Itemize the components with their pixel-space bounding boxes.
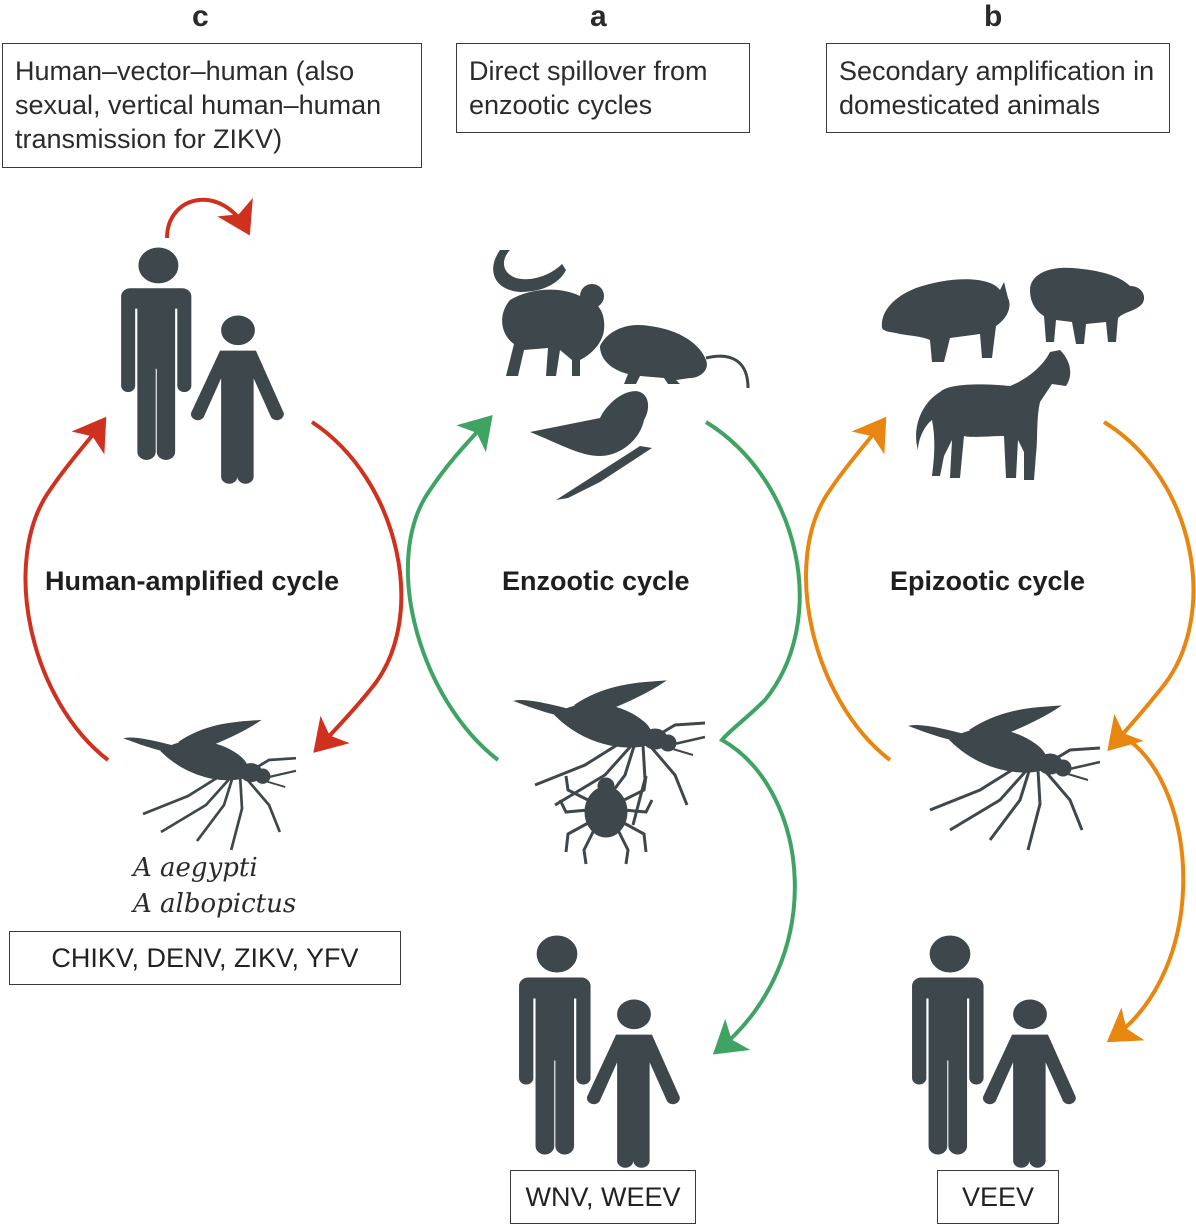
mosquito-icon	[123, 719, 298, 852]
virus-box-c: CHIKV, DENV, ZIKV, YFV	[9, 931, 401, 985]
description-box-a: Direct spillover from enzootic cycles	[456, 43, 750, 133]
cycle-arrows-c	[23, 197, 404, 762]
human-icon	[519, 935, 680, 1168]
panel-letter-c: c	[192, 0, 209, 33]
tick-icon	[558, 775, 654, 865]
mosquito-icon	[908, 704, 1102, 852]
panel-letter-a: a	[590, 0, 607, 33]
cycle-label-a: Enzootic cycle	[502, 566, 690, 596]
cycle-arrows-b	[804, 416, 1196, 1043]
species-albopictus: A albopictus	[133, 889, 297, 919]
arrow-vector-to-host-a	[405, 415, 500, 762]
virus-box-a: WNV, WEEV	[510, 1170, 696, 1224]
virus-box-b: VEEV	[937, 1170, 1059, 1224]
pig-icon	[881, 279, 1010, 362]
description-box-c: Human–vector–human (also sexual, vertica…	[2, 43, 422, 168]
species-aegypti: A aegypti	[133, 853, 258, 883]
sheep-icon	[1030, 267, 1145, 344]
cycle-label-b: Epizootic cycle	[890, 566, 1086, 596]
arrow-host-to-vector-b	[1102, 420, 1196, 751]
panel-letter-b: b	[984, 0, 1003, 33]
species-list: A aegypti A albopictus	[133, 850, 296, 922]
self-loop-arrow	[165, 197, 253, 239]
cycle-arrows-a	[405, 415, 802, 1055]
rat-icon	[600, 324, 750, 389]
horse-icon	[916, 350, 1071, 480]
human-icon	[912, 935, 1076, 1168]
description-box-b: Secondary amplification in domesticated …	[826, 43, 1170, 133]
monkey-icon	[493, 250, 605, 376]
bird-icon	[530, 391, 652, 500]
cycle-label-c: Human-amplified cycle	[45, 566, 340, 596]
arrow-vector-to-human-b	[1106, 736, 1186, 1043]
arrow-vector-to-host-b	[804, 416, 892, 762]
human-icon	[121, 247, 284, 484]
arrow-vector-to-human-c	[23, 416, 110, 762]
arrow-host-to-human-a	[704, 420, 802, 1055]
arrow-human-to-vector-c	[310, 420, 404, 753]
